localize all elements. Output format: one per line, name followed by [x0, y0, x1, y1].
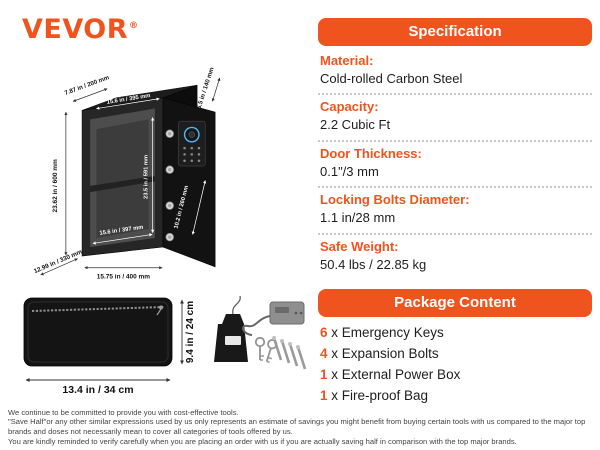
package-item-external-power-box: 1 x External Power Box [318, 364, 592, 385]
zipper-icon [31, 306, 165, 312]
dim-interior-height-label: 23.5 in / 591 mm [144, 155, 150, 199]
bag-drawing: 13.4 in / 34 cm 9.4 in / 24 cm [23, 295, 307, 396]
safe-drawing: 23.62 in / 600 mm 15.75 in / 400 mm 12.9… [33, 66, 221, 281]
package-qty: 1 [320, 388, 328, 404]
bag-dimension-lines [25, 299, 185, 383]
package-name: x External Power Box [327, 367, 461, 383]
brand-name: VEVOR [22, 14, 129, 45]
spec-value: 2.2 Cubic Ft [320, 117, 391, 133]
emergency-keys-icon [254, 336, 278, 363]
fireproof-bag-illustration: 13.4 in / 34 cm 9.4 in / 24 cm [12, 290, 312, 398]
specification-list: Material: Cold-rolled Carbon Steel Capac… [318, 49, 592, 279]
package-content-list: 6 x Emergency Keys 4 x Expansion Bolts 1… [318, 322, 592, 406]
dimension-lines-inner [92, 97, 207, 245]
package-item-emergency-keys: 6 x Emergency Keys [318, 322, 592, 343]
package-item-fireproof-bag: 1 x Fire-proof Bag [318, 385, 592, 406]
locking-bolts-icon [165, 129, 174, 242]
package-item-expansion-bolts: 4 x Expansion Bolts [318, 343, 592, 364]
bag-height-label: 9.4 in / 24 cm [185, 301, 196, 363]
disclaimer-line-1: We continue to be committed to provide y… [8, 407, 239, 417]
dim-depth-label: 12.99 in / 330 mm [33, 248, 84, 275]
fireproof-bag [23, 297, 173, 367]
disclaimer-line-2: "Save Half"or any other similar expressi… [8, 417, 586, 437]
specification-panel: Specification Material: Cold-rolled Carb… [318, 18, 592, 406]
dim-width-label: 15.75 in / 400 mm [97, 274, 150, 281]
safe-door [162, 97, 216, 268]
dim-top-depth-label: 7.87 in / 200 mm [64, 74, 111, 97]
spec-item-locking-bolts: Locking Bolts Diameter: 1.1 in/28 mm [318, 188, 592, 235]
package-content-header: Package Content [318, 289, 592, 318]
spec-value: Cold-rolled Carbon Steel [320, 70, 463, 86]
spec-item-safe-weight: Safe Weight: 50.4 lbs / 22.85 kg [318, 235, 592, 279]
brand-logo: VEVOR® [22, 14, 139, 45]
safe-illustration: 23.62 in / 600 mm 15.75 in / 400 mm 12.9… [28, 42, 280, 283]
dimension-lines-outer [40, 77, 221, 276]
spec-value: 0.1"/3 mm [320, 163, 379, 179]
package-name: x Fire-proof Bag [327, 388, 429, 404]
spec-item-capacity: Capacity: 2.2 Cubic Ft [318, 95, 592, 142]
spec-label: Safe Weight: [320, 238, 399, 254]
spec-label: Locking Bolts Diameter: [320, 192, 470, 208]
accessory-pouch-icon [214, 295, 248, 362]
spec-item-door-thickness: Door Thickness: 0.1"/3 mm [318, 142, 592, 189]
spec-value: 1.1 in/28 mm [320, 210, 396, 226]
disclaimer-text: We continue to be committed to provide y… [8, 408, 595, 447]
package-name: x Emergency Keys [327, 325, 444, 341]
keypad-icon [177, 120, 206, 167]
power-cable-icon [242, 315, 271, 336]
spec-value: 50.4 lbs / 22.85 kg [320, 256, 427, 272]
spec-label: Capacity: [320, 99, 379, 115]
spec-label: Door Thickness: [320, 145, 422, 161]
registered-mark: ® [129, 21, 139, 31]
dim-height-label: 23.62 in / 600 mm [52, 159, 59, 212]
bag-width-label: 13.4 in / 34 cm [62, 384, 133, 396]
package-qty: 1 [320, 367, 328, 383]
spec-label: Material: [320, 53, 374, 68]
package-qty: 6 [320, 325, 328, 341]
power-box-icon [242, 301, 305, 336]
expansion-bolts-icon [272, 336, 307, 370]
package-qty: 4 [320, 346, 328, 362]
specification-header: Specification [318, 18, 592, 46]
package-name: x Expansion Bolts [327, 346, 439, 362]
disclaimer-line-3: You are kindly reminded to verify carefu… [8, 437, 517, 447]
dim-door-side-label: 5.5 in / 140 mm [196, 66, 216, 110]
spec-item-material: Material: Cold-rolled Carbon Steel [318, 49, 592, 96]
